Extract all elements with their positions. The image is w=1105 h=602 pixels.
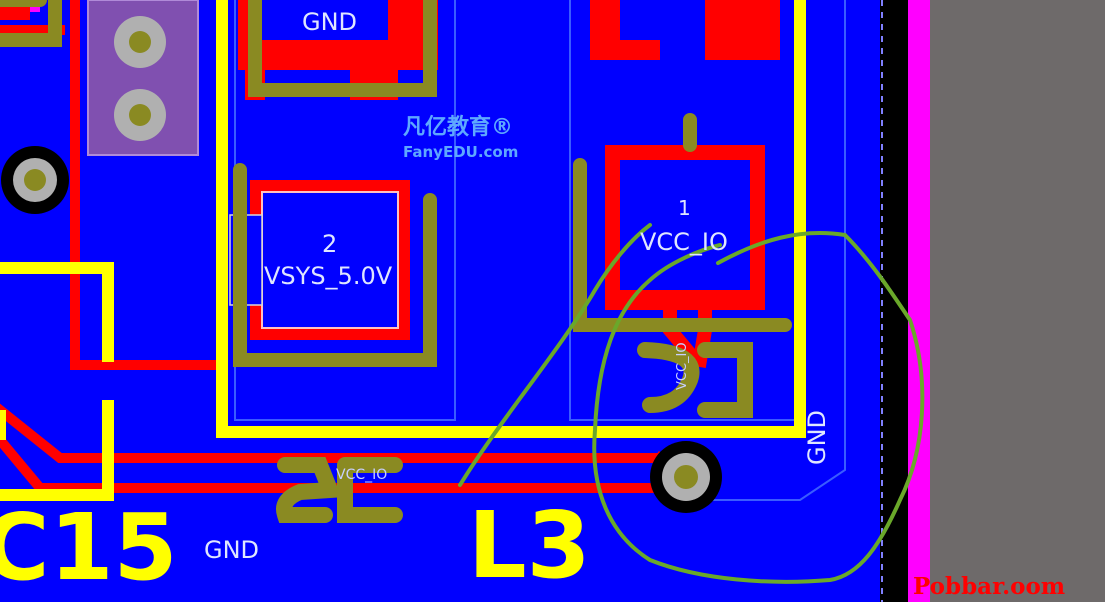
via[interactable] bbox=[650, 441, 722, 513]
silk-c4-glyph bbox=[637, 342, 753, 418]
pad-1-net-name: VCC_IO bbox=[640, 228, 728, 256]
net-label-gnd-top: GND bbox=[302, 8, 358, 36]
corner-watermark: Pobbar.oom bbox=[913, 573, 1066, 600]
annotation-sketch bbox=[458, 223, 925, 584]
via[interactable] bbox=[1, 146, 69, 214]
pad-top-inner bbox=[258, 0, 388, 40]
watermark-logo: 凡亿教育® bbox=[403, 115, 514, 140]
pad-c-inner bbox=[620, 0, 705, 40]
board-edge bbox=[880, 0, 908, 602]
silk-c5-glyph bbox=[276, 457, 403, 523]
trace-net-label-vertical: VCC_IO bbox=[675, 342, 690, 390]
pad-1[interactable] bbox=[620, 160, 750, 290]
pad-1-number: 1 bbox=[678, 196, 691, 220]
pad-2-net-name: VSYS_5.0V bbox=[264, 262, 393, 290]
silk-c15: C15 bbox=[0, 494, 178, 601]
via[interactable] bbox=[114, 89, 166, 141]
via[interactable] bbox=[114, 16, 166, 68]
outside-board-area bbox=[930, 0, 1105, 602]
silkscreen-outlines bbox=[0, 0, 806, 501]
pad-2[interactable] bbox=[261, 191, 399, 329]
component-courtyards bbox=[0, 0, 792, 367]
trace-net-label: VCC_IO bbox=[336, 467, 388, 483]
net-label-gnd-right: GND bbox=[803, 409, 831, 465]
net-label-gnd-bottom: GND bbox=[204, 536, 260, 564]
pad-2-number: 2 bbox=[322, 230, 338, 258]
watermark-url: FanyEDU.com bbox=[403, 143, 519, 161]
keepout-strip bbox=[908, 0, 930, 602]
silk-l3: L3 bbox=[468, 492, 591, 599]
pad-c-right[interactable] bbox=[705, 0, 780, 60]
